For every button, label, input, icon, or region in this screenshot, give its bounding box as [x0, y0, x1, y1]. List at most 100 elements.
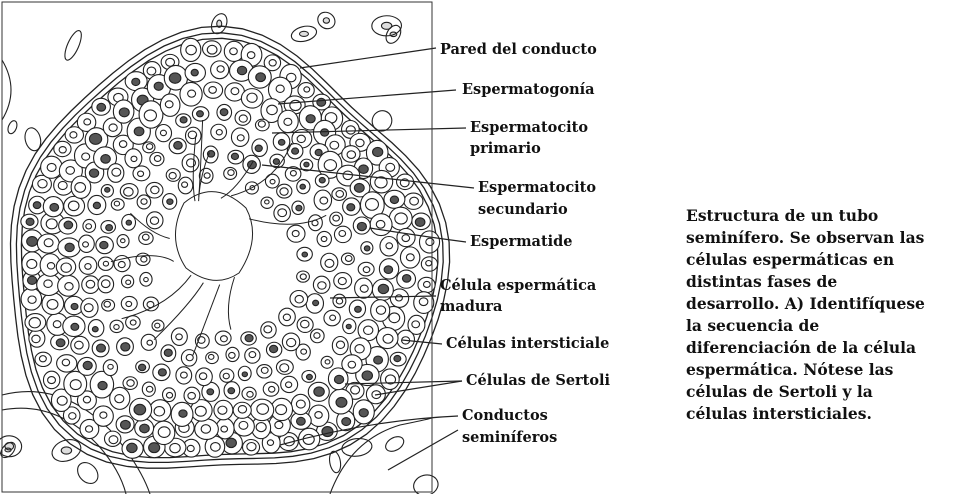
- cell-nucleus: [305, 373, 313, 381]
- cell-nucleus: [405, 253, 415, 262]
- interstitial-nucleus: [380, 21, 393, 30]
- cell-nucleus: [282, 313, 292, 322]
- cell-nucleus: [314, 411, 323, 419]
- cell-nucleus: [375, 305, 387, 315]
- label-espermatocito-secundario-1: Espermatocito: [478, 179, 597, 196]
- cell-nucleus: [82, 241, 89, 248]
- cell-nucleus: [186, 444, 195, 453]
- cell-nucleus: [268, 385, 276, 393]
- cell-nucleus: [320, 235, 328, 243]
- cell-nucleus: [425, 237, 435, 247]
- cell-nucleus: [296, 134, 306, 144]
- cell-nucleus: [38, 355, 47, 363]
- sperm-flagellum: [192, 284, 221, 356]
- cell-nucleus: [305, 114, 316, 124]
- cell-nucleus: [238, 114, 248, 123]
- cell-nucleus: [107, 363, 114, 370]
- label-espermatogonia: Espermatogonía: [462, 81, 595, 98]
- cell-nucleus: [220, 425, 229, 433]
- cell-nucleus: [153, 155, 162, 163]
- cell-nucleus: [255, 72, 267, 83]
- cell-nucleus: [164, 100, 174, 109]
- cell-nucleus: [314, 148, 323, 157]
- cell-nucleus: [25, 217, 35, 226]
- cell-nucleus: [382, 333, 394, 344]
- cell-nucleus: [375, 219, 386, 229]
- cell-nucleus: [141, 233, 150, 241]
- cell-nucleus: [145, 385, 154, 393]
- cell-nucleus: [219, 335, 228, 343]
- cell-nucleus: [241, 371, 249, 378]
- cell-nucleus: [165, 57, 176, 67]
- cell-nucleus: [187, 391, 196, 400]
- cell-nucleus: [248, 351, 257, 359]
- interstitial-cell: [51, 439, 82, 462]
- cell-nucleus: [206, 150, 216, 158]
- cell-nucleus: [347, 360, 357, 369]
- cell-nucleus: [283, 117, 293, 126]
- cell-nucleus: [26, 275, 38, 286]
- cell-nucleus: [130, 155, 138, 163]
- cell-nucleus: [225, 437, 237, 449]
- cell-nucleus: [401, 234, 411, 243]
- caption-line: seminífero. Se observan las: [686, 228, 925, 247]
- cell-nucleus: [99, 240, 109, 250]
- cell-nucleus: [294, 294, 304, 304]
- cell-nucleus: [338, 229, 347, 238]
- figure-caption: Estructura de un tubo seminífero. Se obs…: [686, 205, 961, 425]
- cell-nucleus: [321, 426, 334, 438]
- interstitial-cell: [64, 30, 82, 61]
- cell-nucleus: [67, 200, 80, 212]
- cell-nucleus: [104, 186, 111, 193]
- sperm-flagellum: [130, 212, 170, 239]
- cell-nucleus: [300, 348, 308, 355]
- cell-nucleus: [32, 201, 42, 210]
- cell-nucleus: [266, 439, 275, 447]
- cell-nucleus: [146, 66, 157, 76]
- cell-nucleus: [329, 140, 340, 150]
- cell-nucleus: [196, 110, 204, 118]
- label-espermatide: Espermatide: [470, 233, 573, 250]
- cell-nucleus: [92, 201, 102, 210]
- interstitial-nucleus: [322, 17, 331, 24]
- cell-nucleus: [303, 161, 310, 168]
- leader-pared: [299, 47, 437, 69]
- cell-nucleus: [345, 323, 352, 330]
- cell-nucleus: [88, 132, 103, 145]
- cell-nucleus: [168, 72, 182, 84]
- cell-nucleus: [166, 198, 174, 206]
- cell-nucleus: [69, 379, 82, 391]
- cell-nucleus: [268, 59, 277, 67]
- cell-nucleus: [279, 187, 289, 196]
- cell-nucleus: [150, 185, 160, 195]
- cell-nucleus: [178, 409, 188, 418]
- cell-nucleus: [230, 87, 240, 96]
- cell-nucleus: [257, 120, 266, 128]
- cell-nucleus: [208, 85, 217, 94]
- cell-nucleus: [313, 386, 325, 397]
- cell-nucleus: [411, 320, 421, 329]
- cell-nucleus: [133, 126, 145, 137]
- label-celula-madura-1: Célula espermática: [440, 277, 597, 294]
- cell-nucleus: [26, 235, 39, 247]
- cell-nucleus: [83, 303, 94, 313]
- cell-nucleus: [377, 283, 390, 295]
- cell-nucleus: [384, 374, 397, 385]
- cell-nucleus: [279, 363, 290, 373]
- cell-nucleus: [301, 251, 309, 258]
- cell-nucleus: [335, 396, 348, 408]
- cell-nucleus: [346, 203, 356, 212]
- cell-nucleus: [165, 391, 174, 399]
- cell-nucleus: [187, 89, 197, 98]
- caption-line: Estructura de un tubo: [686, 206, 879, 225]
- cell-nucleus: [285, 72, 297, 83]
- label-celula-madura-2: madura: [440, 298, 503, 315]
- neighbor-tubule-wall: [329, 417, 433, 494]
- cell-nucleus: [329, 314, 337, 321]
- cell-nucleus: [217, 405, 228, 415]
- cell-nucleus: [303, 86, 311, 93]
- cell-nucleus: [230, 152, 240, 161]
- cell-nucleus: [317, 281, 327, 290]
- neighbor-tubule-wall: [1, 59, 12, 121]
- cell-nucleus: [274, 420, 284, 430]
